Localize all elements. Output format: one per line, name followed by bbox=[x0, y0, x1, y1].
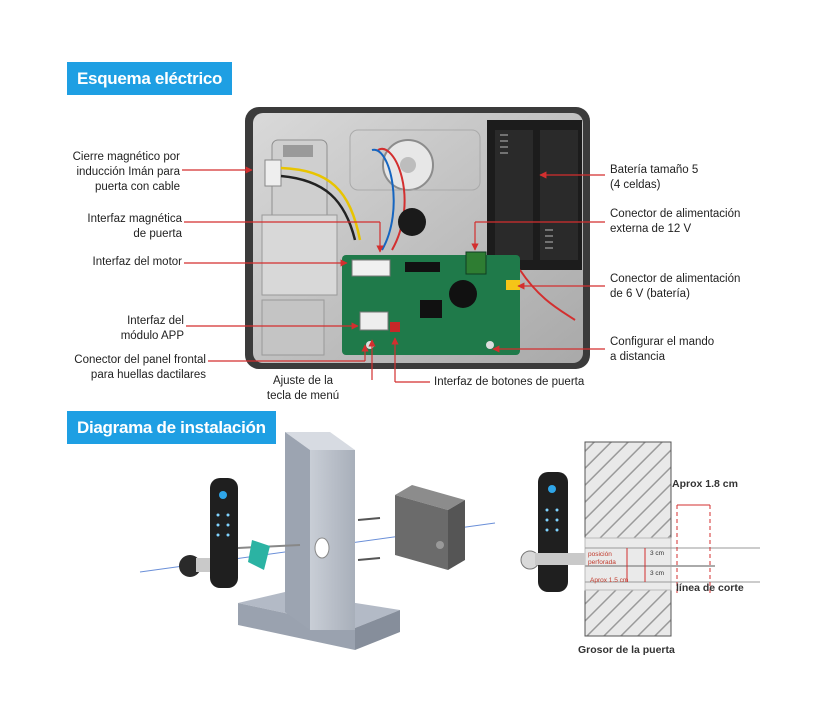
label-battery: Batería tamaño 5 (4 celdas) bbox=[610, 164, 699, 191]
label-door-buttons: Interfaz de botones de puerta bbox=[434, 376, 585, 388]
label-3cm-bottom: 3 cm bbox=[650, 570, 665, 577]
label-battery-power: Conector de alimentación de 6 V (batería… bbox=[610, 273, 741, 300]
label-remote-config: Configurar el mando a distancia bbox=[610, 336, 715, 363]
label-door-thickness: Grosor de la puerta bbox=[578, 644, 675, 656]
label-menu-key: Ajuste de la tecla de menú bbox=[266, 375, 340, 402]
label-drill-position: posición perforada bbox=[588, 551, 616, 566]
callout-lines bbox=[182, 166, 605, 383]
label-aprox-15: Aprox 1.5 cm bbox=[590, 577, 629, 584]
lock-case bbox=[245, 107, 590, 369]
label-front-panel-connector: Conector del panel frontal para huellas … bbox=[74, 354, 206, 381]
label-cut-line: línea de corte bbox=[676, 582, 744, 594]
label-magnetic-lock: Cierre magnético por inducción Imán para… bbox=[72, 151, 180, 193]
label-door-magnetic-interface: Interfaz magnética de puerta bbox=[87, 213, 182, 240]
install-exploded-view bbox=[139, 432, 496, 650]
label-motor-interface: Interfaz del motor bbox=[92, 256, 182, 268]
label-3cm-top: 3 cm bbox=[650, 550, 665, 557]
section-title-installation: Diagrama de instalación bbox=[67, 411, 276, 444]
section-title-electrical: Esquema eléctrico bbox=[67, 62, 233, 95]
label-aprox-width: Aprox 1.8 cm bbox=[672, 478, 738, 490]
label-external-power: Conector de alimentación externa de 12 V bbox=[610, 208, 741, 235]
install-cross-section bbox=[520, 441, 760, 637]
label-app-module-interface: Interfaz del módulo APP bbox=[120, 315, 184, 342]
